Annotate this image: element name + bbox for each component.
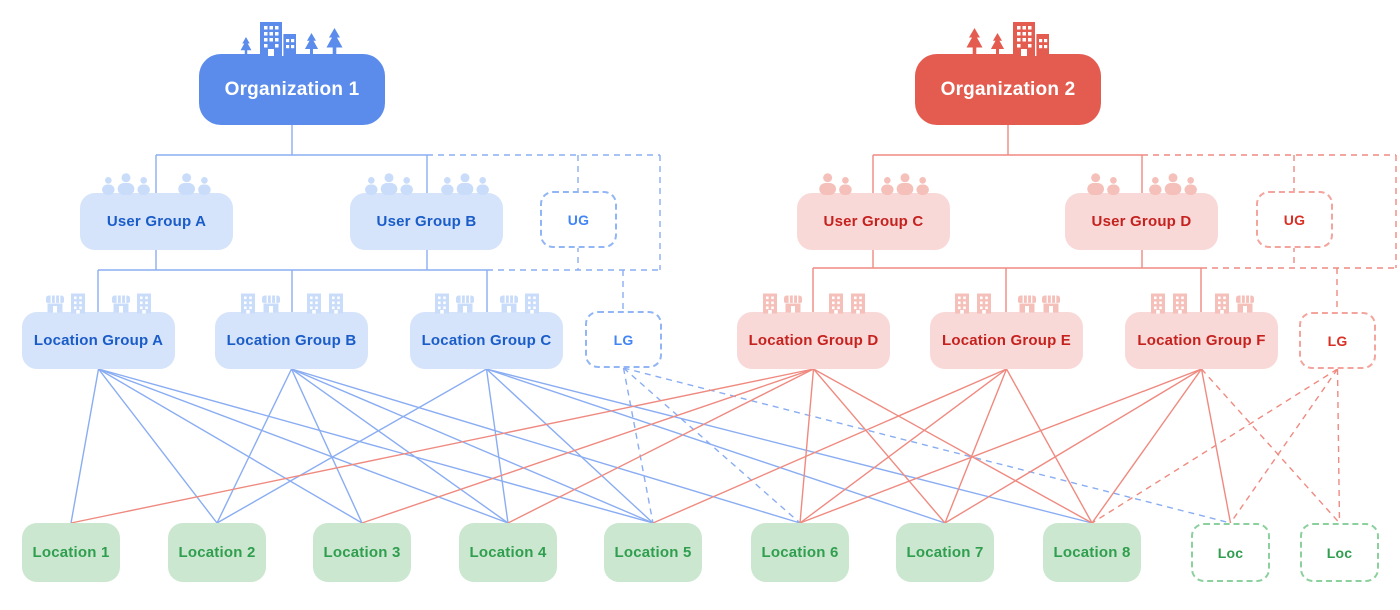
location-group-e-label: Location Group E — [941, 332, 1072, 349]
location-5-node: Location 5 — [604, 523, 702, 582]
location-3-node: Location 3 — [313, 523, 411, 582]
user-group-a-node: User Group A — [80, 193, 233, 250]
location-group-e-node: Location Group E — [930, 312, 1083, 369]
location-group-f-label: Location Group F — [1137, 332, 1266, 349]
location-placeholder-2: Loc — [1300, 523, 1379, 582]
location-group-placeholder-red: LG — [1299, 312, 1376, 369]
organization-1-node: Organization 1 — [199, 54, 385, 125]
location-2-node: Location 2 — [168, 523, 266, 582]
location-7-node: Location 7 — [896, 523, 994, 582]
organization-2-node: Organization 2 — [915, 54, 1101, 125]
location-8-node: Location 8 — [1043, 523, 1141, 582]
location-4-label: Location 4 — [469, 544, 547, 561]
location-1-label: Location 1 — [32, 544, 110, 561]
organization-2-label: Organization 2 — [940, 78, 1076, 100]
location-group-placeholder-blue: LG — [585, 311, 662, 368]
location-5-label: Location 5 — [614, 544, 692, 561]
location-1-node: Location 1 — [22, 523, 120, 582]
location-group-d-label: Location Group D — [748, 332, 879, 349]
location-3-label: Location 3 — [323, 544, 401, 561]
location-group-b-label: Location Group B — [226, 332, 357, 349]
location-group-d-node: Location Group D — [737, 312, 890, 369]
location-group-a-node: Location Group A — [22, 312, 175, 369]
user-group-c-label: User Group C — [823, 213, 924, 230]
user-group-b-label: User Group B — [376, 213, 477, 230]
location-placeholder-label: Loc — [1217, 544, 1244, 561]
location-group-f-node: Location Group F — [1125, 312, 1278, 369]
location-8-label: Location 8 — [1053, 544, 1131, 561]
location-group-b-node: Location Group B — [215, 312, 368, 369]
location-2-label: Location 2 — [178, 544, 256, 561]
location-placeholder-1: Loc — [1191, 523, 1270, 582]
user-group-placeholder-label: UG — [1283, 211, 1306, 228]
user-group-placeholder-label: UG — [567, 211, 590, 228]
location-7-label: Location 7 — [906, 544, 984, 561]
user-group-b-node: User Group B — [350, 193, 503, 250]
location-6-label: Location 6 — [761, 544, 839, 561]
location-6-node: Location 6 — [751, 523, 849, 582]
organization-1-label: Organization 1 — [224, 78, 360, 100]
user-group-d-label: User Group D — [1091, 213, 1192, 230]
location-group-placeholder-label: LG — [613, 331, 634, 348]
user-group-placeholder-red: UG — [1256, 191, 1333, 248]
location-group-c-node: Location Group C — [410, 312, 563, 369]
user-group-c-node: User Group C — [797, 193, 950, 250]
location-placeholder-label: Loc — [1326, 544, 1353, 561]
location-4-node: Location 4 — [459, 523, 557, 582]
location-group-c-label: Location Group C — [421, 332, 552, 349]
user-group-placeholder-blue: UG — [540, 191, 617, 248]
location-group-a-label: Location Group A — [33, 332, 164, 349]
user-group-a-label: User Group A — [106, 213, 207, 230]
user-group-d-node: User Group D — [1065, 193, 1218, 250]
location-group-placeholder-label: LG — [1327, 332, 1348, 349]
